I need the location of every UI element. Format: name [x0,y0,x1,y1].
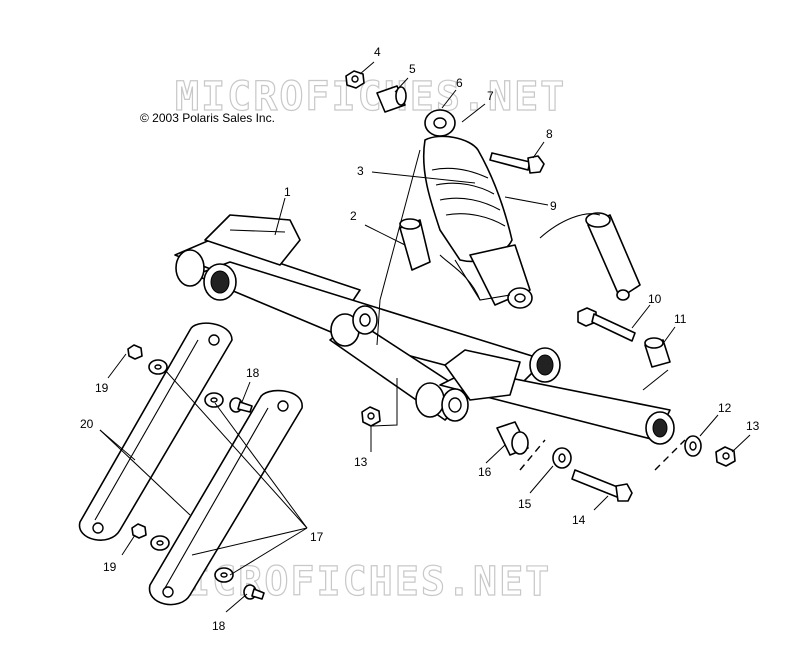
part-19-nut-bottom[interactable] [131,523,147,539]
part-17-washer-bottom[interactable] [150,535,170,551]
callout-12: 12 [718,401,732,415]
watermark-top: MICROFICHES.NET [175,74,566,120]
callout-4: 4 [374,45,381,59]
callout-16: 16 [478,465,492,479]
part-10-bolt[interactable] [577,307,636,342]
callout-18-top: 18 [246,366,260,380]
callout-14: 14 [572,513,586,527]
part-18-bolt-bottom[interactable] [243,584,265,600]
part-19-nut-top[interactable] [127,344,143,360]
part-16-bushing[interactable] [496,421,529,456]
copyright-notice: © 2003 Polaris Sales Inc. [140,111,275,125]
part-8-bolt[interactable] [489,152,545,174]
callout-9: 9 [550,199,557,213]
part-18-bolt-top[interactable] [229,397,253,413]
callout-5: 5 [409,62,416,76]
callout-17: 17 [310,530,324,544]
callout-11: 11 [674,312,687,326]
part-11-bushing[interactable] [644,337,671,368]
callout-19-top: 19 [95,381,109,395]
part-12-washer[interactable] [684,435,702,457]
part-20-link-front[interactable] [148,389,303,606]
part-14-bolt[interactable] [571,469,633,502]
callout-7: 7 [487,89,494,103]
part-17-washer-lower[interactable] [214,567,234,583]
part-13-nut-left[interactable] [361,406,381,427]
part-17-washer-mid[interactable] [204,392,224,408]
part-5-bushing[interactable] [376,85,407,113]
callout-20: 20 [80,417,94,431]
callout-13-right: 13 [746,419,760,433]
part-2-bushing[interactable] [399,218,431,271]
dash-line-left [519,439,546,471]
shock-absorber[interactable] [422,109,533,309]
callout-1: 1 [284,185,291,199]
leader-lines [99,61,751,613]
part-20-link-rear[interactable] [78,322,233,541]
callout-10: 10 [648,292,662,306]
part-13-nut-right[interactable] [715,446,736,467]
callout-8: 8 [546,127,553,141]
callout-13-left: 13 [354,455,368,469]
callout-2: 2 [350,209,357,223]
callout-15: 15 [518,497,532,511]
swing-arm[interactable] [174,214,675,445]
watermark-bottom: MICROFICHES.NET [160,559,551,605]
callout-19-bottom: 19 [103,560,117,574]
part-15-washer[interactable] [552,447,572,469]
part-17-washer-top[interactable] [148,359,168,375]
callout-6: 6 [456,76,463,90]
callout-3: 3 [357,164,364,178]
part-4-nut[interactable] [345,70,365,89]
callout-18-bottom: 18 [212,619,226,633]
shock-reservoir[interactable] [439,212,641,301]
